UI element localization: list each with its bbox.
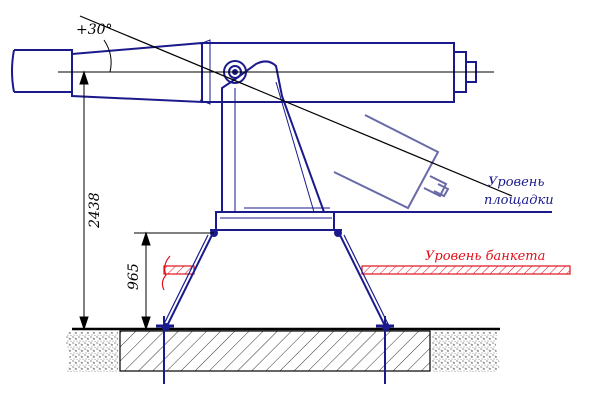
platform-level-label-line2: площадки [484,193,554,208]
barrel-muzzle [14,49,73,93]
gravel-right [432,332,500,372]
elevation-axis [79,15,513,197]
banquette-break-mark [161,255,171,291]
dimension-total-height-label: 2438 [87,192,103,229]
concrete-foundation [119,330,431,372]
dimension-965 [134,231,214,331]
dimension-banquette-height-label: 965 [126,263,142,290]
carriage-body [221,60,325,213]
platform-level-label-line1: Уровень [488,175,544,190]
elevation-angle-label: +30° [76,22,113,38]
tripod-legs [161,229,391,331]
banquette-right [361,265,571,275]
ground [65,327,500,372]
banquette-level-label: Уровень банкета [425,249,545,264]
banquette [161,255,571,291]
platform-base [210,207,552,231]
angle-arc [103,39,112,73]
gravel-left [65,332,118,372]
dimension-2438 [79,70,89,331]
elevated-breech [333,114,450,210]
platform-plate [215,211,335,231]
carriage [221,60,325,213]
